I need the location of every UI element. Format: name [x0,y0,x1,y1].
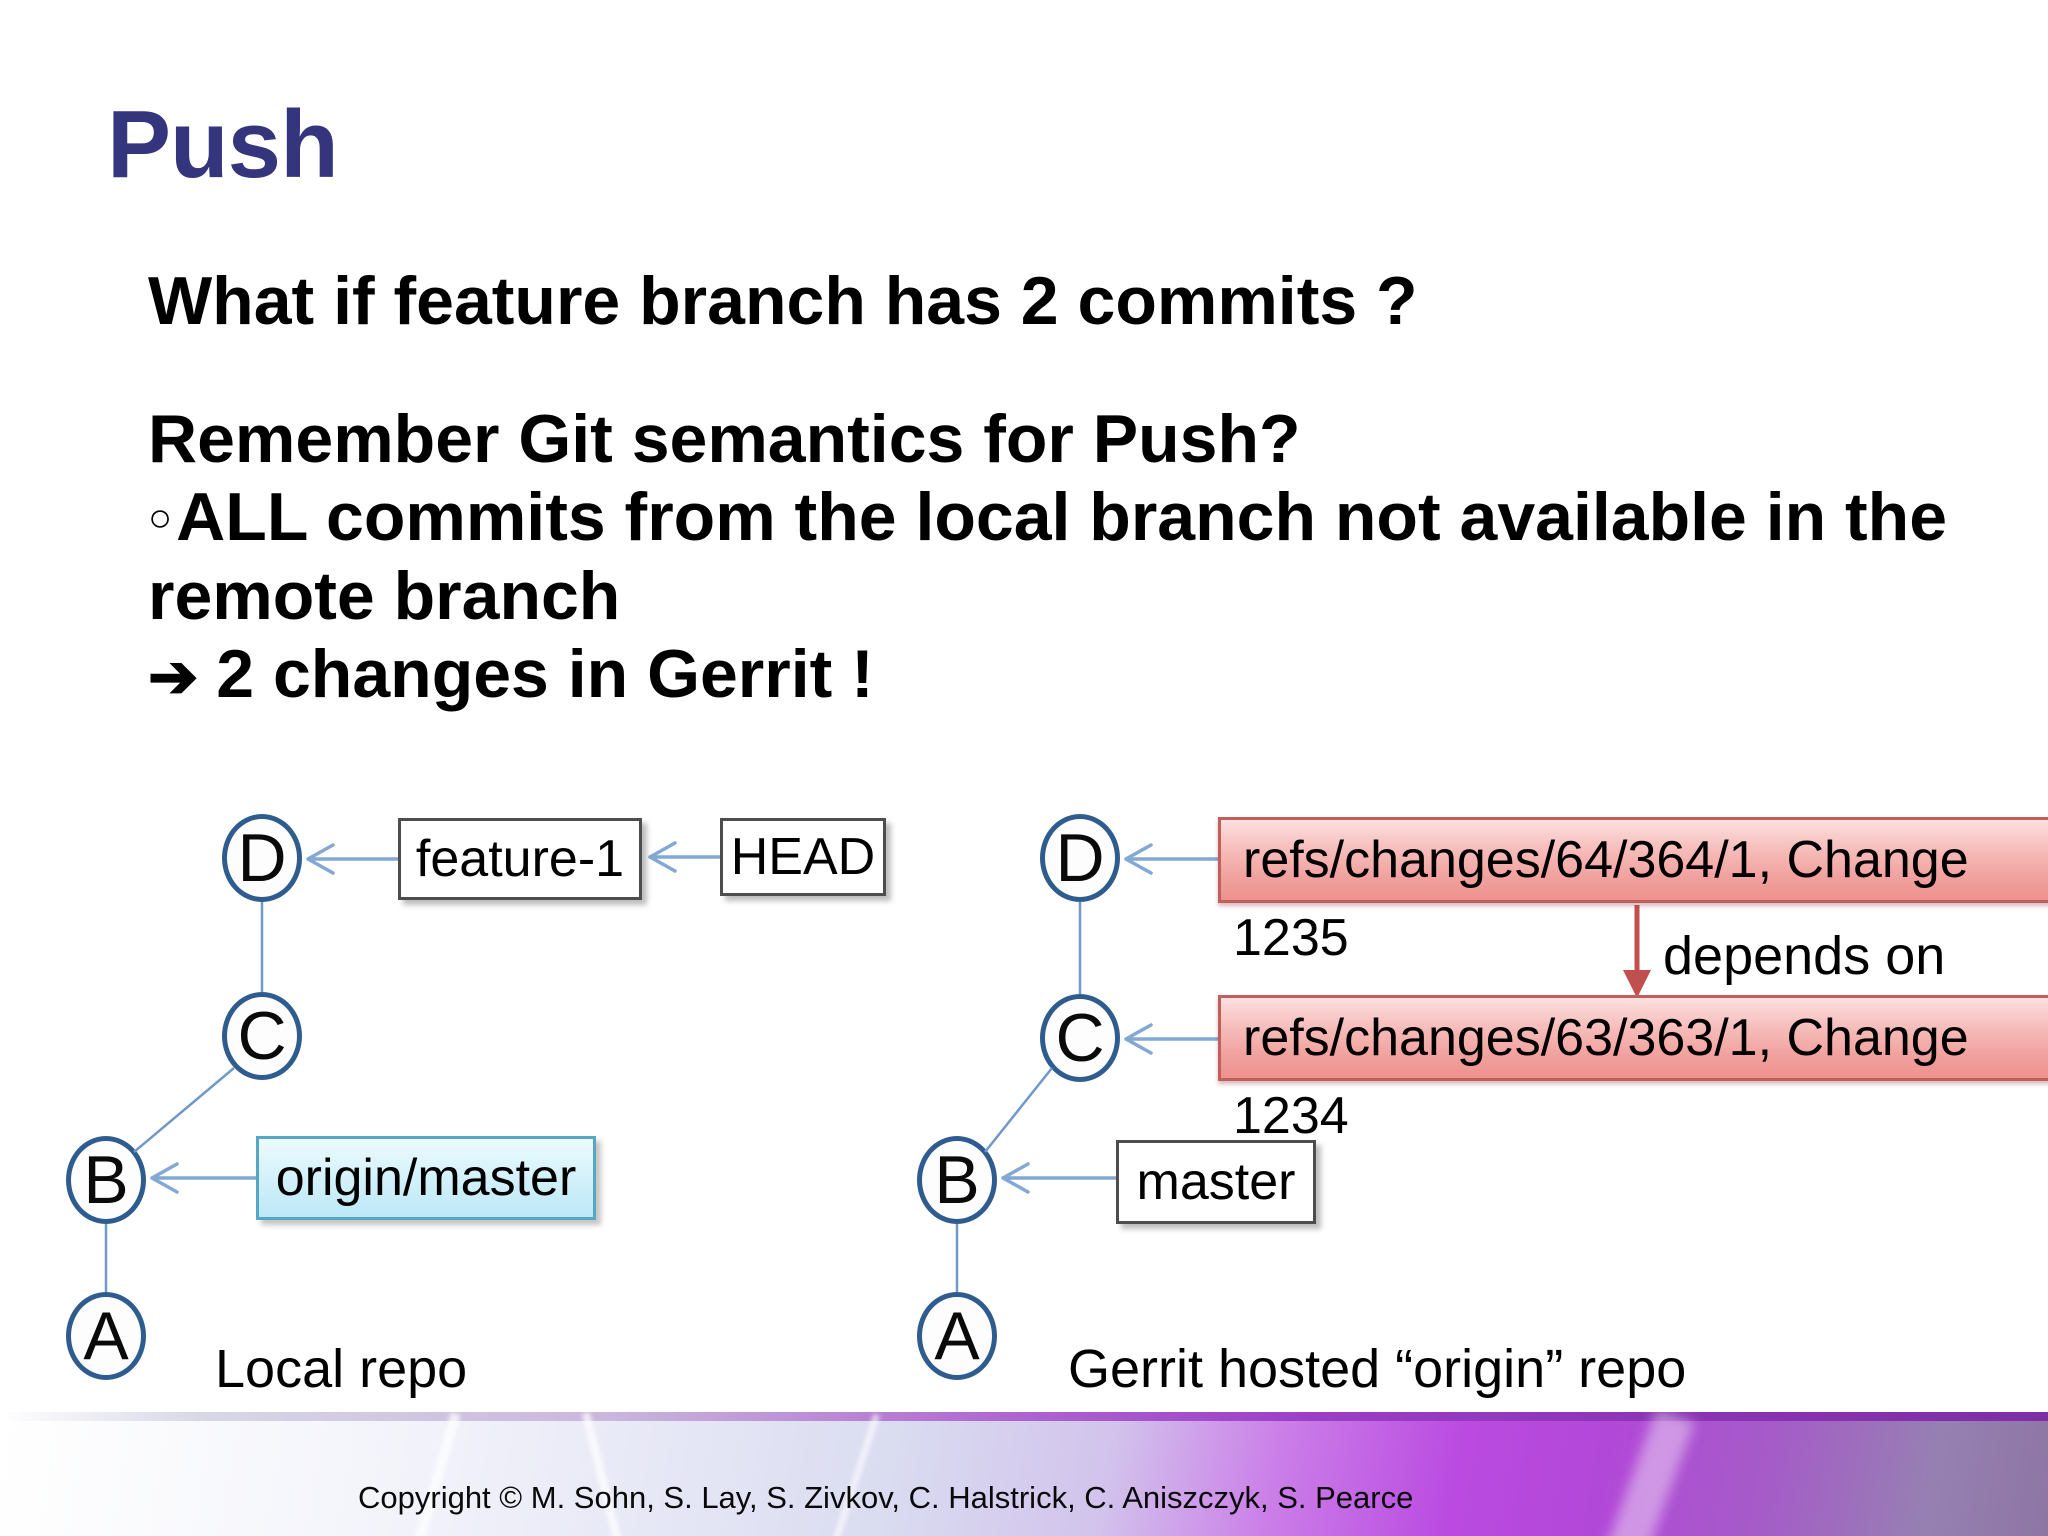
gerrit-commit-c-label: C [1055,1000,1105,1076]
gerrit-commit-b-label: B [934,1142,980,1218]
body-line-conclusion-text: 2 changes in Gerrit ! [216,636,874,712]
master-branch-box: master [1116,1140,1316,1224]
change-1235-ref: refs/changes/64/364/1, Change [1243,831,1969,889]
change-1235-box: refs/changes/64/364/1, Change [1218,817,2048,903]
band-top-stripe [0,1412,2048,1421]
band-gradient [0,1412,2048,1536]
change-1234-id: 1234 [1233,1087,1349,1145]
circle-bullet-icon: ○ [148,496,173,540]
gerrit-commit-c: C [1040,994,1120,1082]
change-1234-ref: refs/changes/63/363/1, Change [1243,1009,1969,1067]
local-commit-c: C [222,992,302,1080]
band-streak [409,1412,461,1536]
head-label: HEAD [730,828,876,886]
band-streak [1605,1412,1695,1536]
origin-master-box: origin/master [256,1136,596,1220]
local-commit-c-label: C [237,998,287,1074]
gerrit-commit-d: D [1040,814,1120,902]
gerrit-commit-a: A [917,1292,997,1380]
local-commit-d-label: D [237,820,287,896]
feature-branch-label: feature-1 [415,830,625,888]
bottom-decoration-band [0,1412,2048,1536]
depends-on-arrow-icon [1623,905,1651,998]
feature-branch-box: feature-1 [398,818,642,900]
gerrit-repo-caption: Gerrit hosted “origin” repo [1068,1339,1687,1399]
gerrit-commit-a-label: A [934,1298,980,1374]
local-commit-b-label: B [83,1142,129,1218]
local-repo-caption: Local repo [215,1339,468,1399]
slide-heading: What if feature branch has 2 commits ? [148,263,1418,339]
origin-master-label: origin/master [275,1149,577,1207]
head-box: HEAD [720,818,886,896]
gerrit-commit-b: B [917,1136,997,1224]
local-commit-a: A [66,1292,146,1380]
body-line-all-commits-text: ALL commits from the local branch not av… [176,479,1948,555]
master-branch-label: master [1136,1153,1296,1211]
slide-body: Remember Git semantics for Push? ○ALL co… [148,400,1947,716]
slide-title: Push [107,91,339,198]
copyright-text: Copyright © M. Sohn, S. Lay, S. Zivkov, … [358,1480,1414,1515]
body-line-remote-branch: remote branch [148,558,621,634]
local-commit-a-label: A [83,1298,129,1374]
body-line-all-commits: ○ALL commits from the local branch not a… [148,478,1947,557]
band-streak [581,1412,627,1536]
local-commit-b: B [66,1136,146,1224]
gerrit-commit-d-label: D [1055,820,1105,896]
arrow-bullet-icon: ➔ [148,643,199,710]
change-1235-id: 1235 [1233,909,1349,967]
change-1234-box: refs/changes/63/363/1, Change [1218,995,2048,1081]
body-line-remember: Remember Git semantics for Push? [148,401,1301,477]
band-streak [826,1413,881,1536]
local-commit-d: D [222,814,302,902]
body-line-conclusion: ➔ 2 changes in Gerrit ! [148,635,1947,716]
depends-on-label: depends on [1663,926,1946,986]
